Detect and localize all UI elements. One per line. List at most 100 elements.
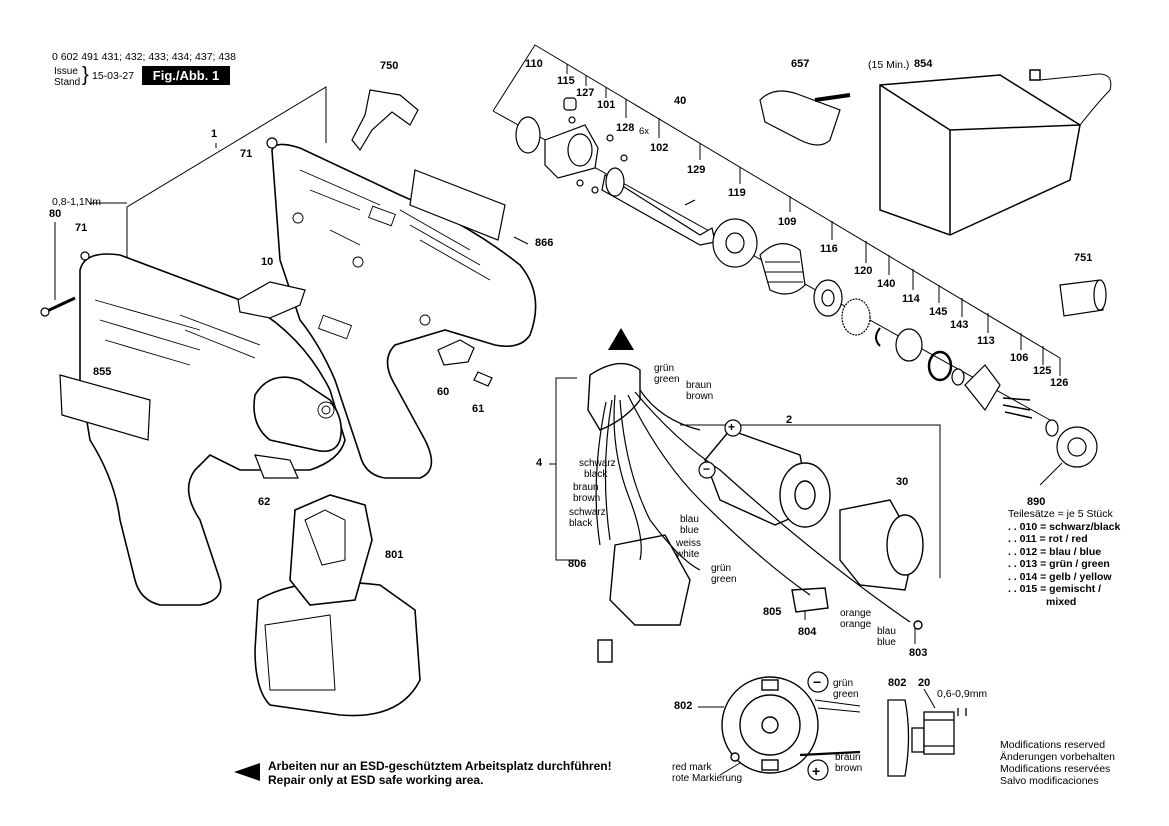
screw-80-head xyxy=(40,307,50,317)
bracket-40 xyxy=(492,44,1061,359)
callout-145: 145 xyxy=(929,306,948,318)
wire-label-green-3: green xyxy=(833,689,859,700)
callout-109: 109 xyxy=(778,216,797,228)
callout-10: 10 xyxy=(261,256,274,268)
callout-854: 854 xyxy=(914,58,933,70)
callout-866: 866 xyxy=(535,237,554,249)
wire-label-weiss: weiss xyxy=(676,538,702,549)
callout-1: 1 xyxy=(211,128,218,140)
callout-803: 803 xyxy=(909,647,928,659)
kit-note-item: . . 012 = blau / blue xyxy=(1008,545,1102,558)
part-125 xyxy=(1045,419,1059,437)
kit-note: Teilesätze = je 5 Stück . . 010 = schwar… xyxy=(1008,508,1120,608)
callout-128-qty: 6x xyxy=(639,126,650,137)
wire-label-schwarz-1: schwarz xyxy=(579,458,616,469)
wire-label-green-2: green xyxy=(711,574,737,585)
callout-71-top: 71 xyxy=(240,148,253,160)
callout-129: 129 xyxy=(687,164,706,176)
part-10 xyxy=(237,281,306,319)
part-120 xyxy=(841,298,871,336)
callout-116: 116 xyxy=(820,243,838,255)
callout-143: 143 xyxy=(950,319,969,331)
wire-label-green-1: green xyxy=(654,374,680,385)
part-60 xyxy=(437,339,475,366)
callout-127: 127 xyxy=(576,87,595,99)
part-143 xyxy=(951,368,965,386)
wire-label-brown-1: brown xyxy=(686,391,714,402)
wire-label-braun-1: braun xyxy=(686,380,712,391)
callout-71-left: 71 xyxy=(75,222,88,234)
kit-note-item: . . 015 = gemischt / xyxy=(1008,583,1102,595)
esd-warning-de: Arbeiten nur an ESD-geschütztem Arbeitsp… xyxy=(268,759,612,773)
callout-657: 657 xyxy=(791,58,810,70)
plus-mark-1: + xyxy=(728,420,736,434)
wire-label-brown-2: brown xyxy=(573,493,601,504)
issue-label-en: Issue xyxy=(54,66,78,77)
part-129 xyxy=(684,199,696,206)
part-804 xyxy=(791,587,829,613)
callout-80: 80 xyxy=(49,208,62,220)
bracket-1 xyxy=(126,86,327,258)
part-145 xyxy=(927,350,953,382)
screw-71-top xyxy=(266,137,278,149)
part-127 xyxy=(568,116,576,124)
callout-40: 40 xyxy=(674,95,687,107)
wire-label-schwarz-2: schwarz xyxy=(569,507,606,518)
figure-label: Fig./Abb. 1 xyxy=(142,66,230,85)
label-855 xyxy=(59,374,151,441)
modifications-line: Salvo modificaciones xyxy=(1000,775,1099,787)
callout-119: 119 xyxy=(728,187,746,199)
kit-note-item: . . 013 = grün / green xyxy=(1008,558,1110,570)
modifications-line: Modifications reservées xyxy=(1000,763,1111,775)
issue-date: 15-03-27 xyxy=(92,70,135,82)
callout-140: 140 xyxy=(877,278,896,290)
wire-label-gruen-2: grün xyxy=(711,563,732,574)
switch-806 xyxy=(609,534,691,626)
wire-label-orange-de: orange xyxy=(840,608,872,619)
wire-label-blue-1: blue xyxy=(680,525,699,536)
callout-106: 106 xyxy=(1010,352,1029,364)
callout-62: 62 xyxy=(258,496,271,508)
part-62 xyxy=(254,454,299,479)
wire-label-braun-2: braun xyxy=(573,482,599,493)
part-61 xyxy=(473,371,493,387)
model-numbers: 0 602 491 431; 432; 433; 434; 437; 438 xyxy=(52,51,236,63)
kit-note-item: mixed xyxy=(1046,595,1077,608)
callout-115: 115 xyxy=(557,75,575,87)
callout-2: 2 xyxy=(786,414,793,426)
module-top xyxy=(587,362,641,431)
callout-805: 805 xyxy=(763,606,782,618)
wire-label-black-2: black xyxy=(569,518,593,529)
kit-note-title: Teilesätze = je 5 Stück xyxy=(1008,508,1113,520)
callout-102: 102 xyxy=(650,142,669,154)
screw-71-left xyxy=(80,251,90,261)
wire-label-blue-2: blue xyxy=(877,637,896,648)
issue-brace: } xyxy=(82,64,89,86)
wiring xyxy=(595,389,911,623)
charger-854 xyxy=(879,69,1112,236)
wire-label-gruen-1: grün xyxy=(654,363,675,374)
battery-801 xyxy=(254,494,421,717)
callout-4: 4 xyxy=(536,457,543,469)
esd-warning-en: Repair only at ESD safe working area. xyxy=(268,773,484,787)
housing-shell xyxy=(79,143,537,606)
kit-note-item: . . 011 = rot / red xyxy=(1008,533,1088,545)
torque-spec: 0,8-1,1Nm xyxy=(52,196,102,208)
motor-group xyxy=(587,362,924,663)
callout-128: 128 xyxy=(616,122,635,134)
callout-750: 750 xyxy=(380,60,399,72)
housing-details xyxy=(94,169,491,419)
callout-802-front: 802 xyxy=(674,700,693,712)
esd-arrow-icon xyxy=(234,763,260,781)
callout-30: 30 xyxy=(896,476,909,488)
callout-890: 890 xyxy=(1027,496,1046,508)
part-114 xyxy=(895,328,923,362)
kit-note-item: . . 010 = schwarz/black xyxy=(1008,520,1121,533)
wire-label-red-mark: red mark xyxy=(672,762,712,773)
callout-854-note: (15 Min.) xyxy=(868,59,910,71)
callout-60: 60 xyxy=(437,386,450,398)
wire-label-orange-en: orange xyxy=(840,619,872,630)
motor-end-802 xyxy=(721,676,819,774)
